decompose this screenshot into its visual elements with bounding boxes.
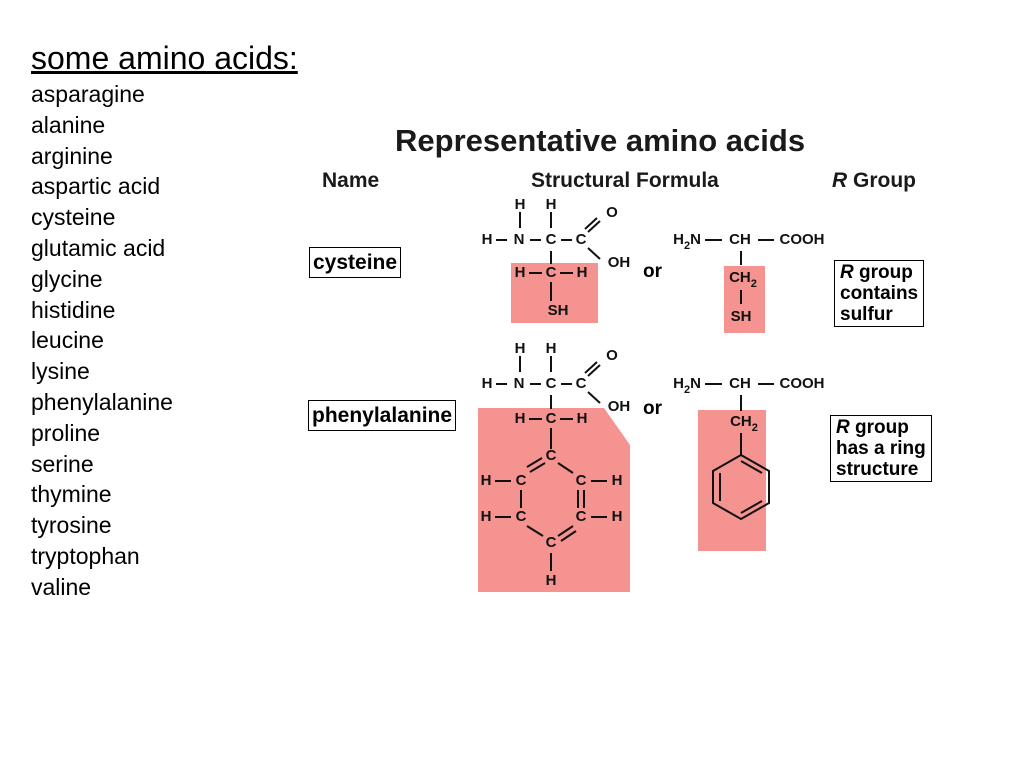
list-item: phenylalanine	[31, 388, 173, 415]
atom-label: C	[546, 410, 557, 427]
list-item: glycine	[31, 265, 103, 292]
list-item: tyrosine	[31, 512, 112, 539]
atom-label: H	[481, 472, 492, 489]
column-header-structural-formula: Structural Formula	[531, 169, 719, 192]
atom-label: H	[577, 410, 588, 427]
phenylalanine-r-group-highlight	[478, 408, 630, 592]
structural-formulas: H H H N C C O OH H C H SH H2N CH COOH CH…	[478, 196, 825, 592]
r-group-label: Group	[847, 169, 916, 192]
amino-acid-list: asparagine alanine arginine aspartic acid cy…	[31, 79, 298, 603]
atom-label: OH	[608, 398, 631, 415]
benzene-ring	[712, 453, 770, 521]
atom-label: OH	[608, 254, 631, 271]
list-item: arginine	[31, 142, 113, 169]
atom-label: C	[546, 231, 557, 248]
r-italic: R	[832, 169, 848, 192]
atom-label: CH	[729, 375, 751, 392]
r-group-note-phenylalanine: R group has a ring structure	[830, 415, 932, 482]
amino-acid-list-panel: some amino acids: asparagine alanine argin…	[31, 40, 298, 603]
cysteine-r-group-highlight	[511, 263, 598, 323]
list-heading: some amino acids:	[31, 40, 298, 76]
list-item: proline	[31, 419, 101, 446]
column-header-name: Name	[322, 169, 380, 192]
atom-label: H	[612, 472, 623, 489]
atom-label: CH	[729, 231, 751, 248]
note-line: group	[853, 262, 913, 283]
atom-label: C	[576, 375, 587, 392]
atom-label: H	[482, 231, 493, 248]
atom-label: C	[546, 375, 557, 392]
phenylalanine-alt-r-group-highlight	[698, 410, 766, 551]
list-item: asparagine	[31, 81, 145, 107]
atom-label: H	[577, 264, 588, 281]
atom-label: H	[515, 264, 526, 281]
cysteine-alt-r-group-highlight	[724, 266, 765, 333]
list-item: glutamic acid	[31, 234, 166, 261]
representative-amino-acids-figure: Representative amino acids Name Structur…	[300, 115, 960, 605]
atom-label: H	[612, 508, 623, 525]
atom-label: H	[481, 508, 492, 525]
r-italic: R	[836, 417, 850, 438]
r-group-note-cysteine: R group contains sulfur	[834, 260, 925, 327]
atom-label: COOH	[780, 375, 825, 392]
atom-label: CH2	[729, 269, 757, 290]
atom-label: C	[576, 472, 587, 489]
note-line: sulfur	[840, 304, 893, 325]
list-item: leucine	[31, 327, 104, 354]
atom-label: C	[546, 534, 557, 551]
list-item: serine	[31, 450, 94, 477]
atom-label: C	[546, 447, 557, 464]
list-item: alanine	[31, 111, 106, 138]
atom-label: H	[515, 340, 526, 357]
note-line: structure	[836, 459, 919, 480]
note-line: contains	[840, 283, 919, 304]
atom-label: N	[514, 231, 525, 248]
or-label-cysteine: or	[643, 261, 662, 282]
atom-label: C	[516, 508, 527, 525]
column-header-r-group: R Group	[832, 169, 916, 193]
atom-label: CH2	[730, 413, 758, 434]
atom-label: COOH	[780, 231, 825, 248]
note-line: has a ring	[836, 438, 926, 459]
atom-label: O	[606, 347, 618, 364]
list-item: histidine	[31, 296, 116, 323]
atom-label: H2N	[673, 375, 701, 396]
atom-label: C	[576, 231, 587, 248]
atom-label: H2N	[673, 231, 701, 252]
atom-label: SH	[731, 308, 752, 325]
atom-label: H	[515, 410, 526, 427]
atom-label: O	[606, 204, 618, 221]
name-cysteine: cysteine	[309, 247, 402, 278]
atom-label: H	[546, 572, 557, 589]
note-line: group	[849, 417, 909, 438]
atom-label: SH	[548, 302, 569, 319]
atom-label: C	[576, 508, 587, 525]
or-label-phenylalanine: or	[643, 398, 662, 419]
list-item: aspartic acid	[31, 173, 161, 200]
atom-label: H	[515, 196, 526, 213]
list-item: lysine	[31, 358, 90, 385]
figure-title: Representative amino acids	[395, 123, 806, 158]
atom-label: N	[514, 375, 525, 392]
atom-label: C	[546, 264, 557, 281]
atom-label: H	[546, 196, 557, 213]
atom-label: C	[516, 472, 527, 489]
list-item: cysteine	[31, 204, 116, 231]
list-item: valine	[31, 573, 92, 600]
atom-label: H	[482, 375, 493, 392]
r-italic: R	[840, 262, 854, 283]
name-phenylalanine: phenylalanine	[308, 400, 457, 431]
atom-label: H	[546, 340, 557, 357]
list-item: thymine	[31, 481, 112, 508]
list-item: tryptophan	[31, 542, 140, 569]
